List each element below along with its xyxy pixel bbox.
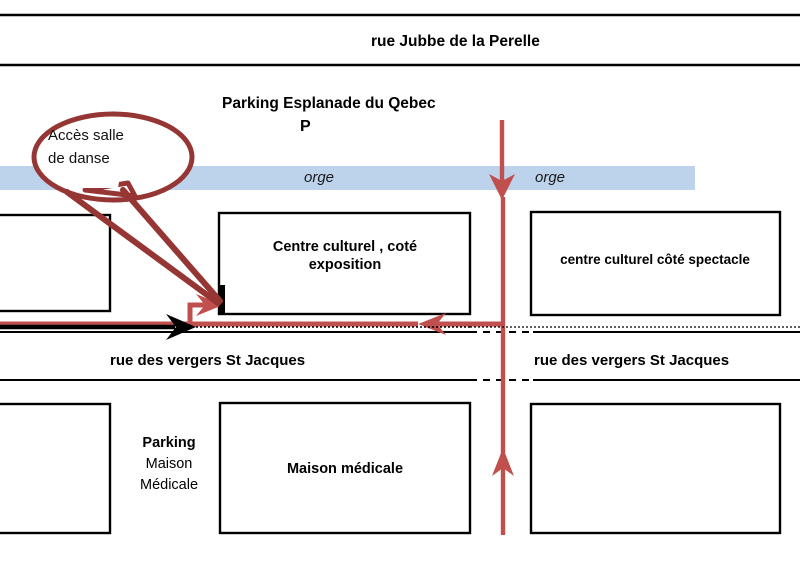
building-label-maison-medicale: Maison médicale: [286, 461, 404, 477]
parking-maison-medicale-line-3: Médicale: [139, 477, 199, 494]
building-label-centre-culturel-expo: Centre culturel , coté exposition: [272, 239, 418, 274]
callout-line-2: de danse: [48, 149, 110, 167]
parking-maison-medicale-line-1: Parking: [142, 435, 196, 451]
street-label-top: rue Jubbe de la Perelle: [371, 33, 540, 50]
callout-line-1: Accès salle: [48, 127, 124, 144]
parking-esplanade-title: Parking Esplanade du Qebec: [222, 95, 436, 112]
parking-esplanade-symbol: P: [300, 118, 311, 135]
river-label-left: orge: [304, 169, 335, 186]
parking-maison-medicale-label: Parking Maison Médicale: [124, 433, 214, 496]
parking-maison-medicale-line-2: Maison: [145, 456, 193, 473]
callout-label: Accès salle de danse: [48, 125, 178, 170]
building-label-centre-culturel-spectacle: centre culturel côté spectacle: [560, 252, 750, 267]
street-label-vergers-right: rue des vergers St Jacques: [534, 352, 730, 369]
river-label-right: orge: [535, 169, 566, 186]
street-label-vergers-left: rue des vergers St Jacques: [110, 352, 306, 369]
